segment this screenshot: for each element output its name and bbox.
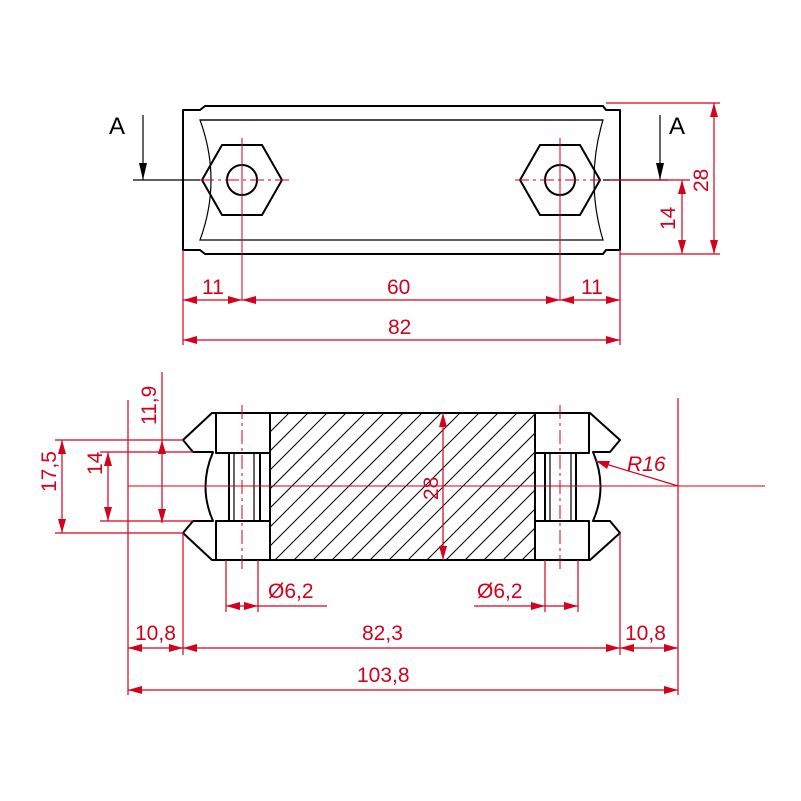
hatch-line bbox=[483, 508, 535, 560]
arrowhead bbox=[710, 103, 718, 117]
dim-left-extension: 10,8 bbox=[135, 622, 176, 645]
arrowhead bbox=[104, 452, 112, 466]
arrowhead bbox=[606, 644, 620, 652]
dim-inner-height: 14 bbox=[84, 451, 107, 475]
arrowhead bbox=[128, 644, 142, 652]
arrowhead bbox=[664, 686, 678, 694]
top-view-outline bbox=[182, 105, 621, 255]
top-view-inner-contour bbox=[199, 119, 604, 241]
arrowhead bbox=[664, 644, 678, 652]
arrowhead bbox=[560, 296, 574, 304]
arrowhead bbox=[183, 644, 197, 652]
arrowhead bbox=[710, 240, 718, 254]
dim-right-extension: 10,8 bbox=[625, 622, 666, 645]
hatch-line bbox=[502, 527, 535, 560]
arrowhead bbox=[226, 602, 240, 610]
arrowhead bbox=[564, 602, 578, 610]
dim-radius: R16 bbox=[627, 453, 666, 476]
arrowhead bbox=[678, 180, 686, 194]
section-outline-right bbox=[534, 412, 621, 561]
section-label-right: A bbox=[669, 113, 685, 140]
arrowhead bbox=[242, 296, 256, 304]
arrowhead bbox=[128, 686, 142, 694]
dim-hole-dia-right: Ø6,2 bbox=[477, 580, 523, 603]
dim-hole-dia-left: Ø6,2 bbox=[268, 580, 314, 603]
arrowhead bbox=[228, 296, 242, 304]
arrowhead bbox=[439, 413, 447, 427]
section-label-left: A bbox=[109, 113, 125, 140]
dim-overall-length-section: 103,8 bbox=[357, 664, 410, 687]
arrowhead bbox=[596, 461, 610, 469]
dim-body-length: 82,3 bbox=[362, 622, 403, 645]
right-bolt-head-bottom bbox=[534, 520, 590, 561]
dim-overall-height: 28 bbox=[690, 169, 713, 192]
dim-overall-length: 82 bbox=[388, 316, 411, 339]
arrowhead bbox=[620, 644, 634, 652]
section-view: 17,5 14 11,9 28 R16 Ø6,2 Ø6,2 bbox=[38, 372, 765, 695]
section-arrow-left-head bbox=[139, 163, 147, 180]
section-arrow-right-head bbox=[656, 163, 664, 180]
right-bolt-head-top bbox=[534, 412, 590, 454]
dim-groove-depth: 11,9 bbox=[138, 386, 161, 425]
arrowhead bbox=[244, 602, 258, 610]
dim-right-offset: 11 bbox=[581, 276, 603, 299]
arrowhead bbox=[58, 519, 66, 533]
hatch-line bbox=[270, 413, 309, 452]
arrowhead bbox=[606, 296, 620, 304]
dim-outer-height: 17,5 bbox=[38, 451, 61, 492]
hatch-line bbox=[270, 413, 328, 471]
dim-left-offset: 11 bbox=[202, 276, 224, 299]
hatch-line bbox=[464, 489, 535, 560]
dim-line-radius bbox=[595, 460, 679, 487]
arrowhead bbox=[678, 240, 686, 254]
dim-half-height: 14 bbox=[657, 206, 680, 230]
arrowhead bbox=[169, 644, 183, 652]
arrowhead bbox=[104, 507, 112, 521]
arrowhead bbox=[183, 296, 197, 304]
arrowhead bbox=[606, 336, 620, 344]
arrowhead bbox=[158, 509, 166, 523]
top-view: A A 11 60 11 82 14 28 bbox=[109, 102, 720, 345]
arrowhead bbox=[183, 336, 197, 344]
dim-hole-spacing: 60 bbox=[387, 276, 410, 299]
left-bolt-head-top bbox=[215, 412, 271, 454]
arrowhead bbox=[58, 440, 66, 454]
arrowhead bbox=[158, 440, 166, 454]
arrowhead bbox=[546, 296, 560, 304]
arrowhead bbox=[439, 546, 447, 560]
dim-core-height: 28 bbox=[420, 477, 443, 500]
left-bolt-head-bottom bbox=[215, 520, 271, 561]
arrowhead bbox=[531, 602, 545, 610]
